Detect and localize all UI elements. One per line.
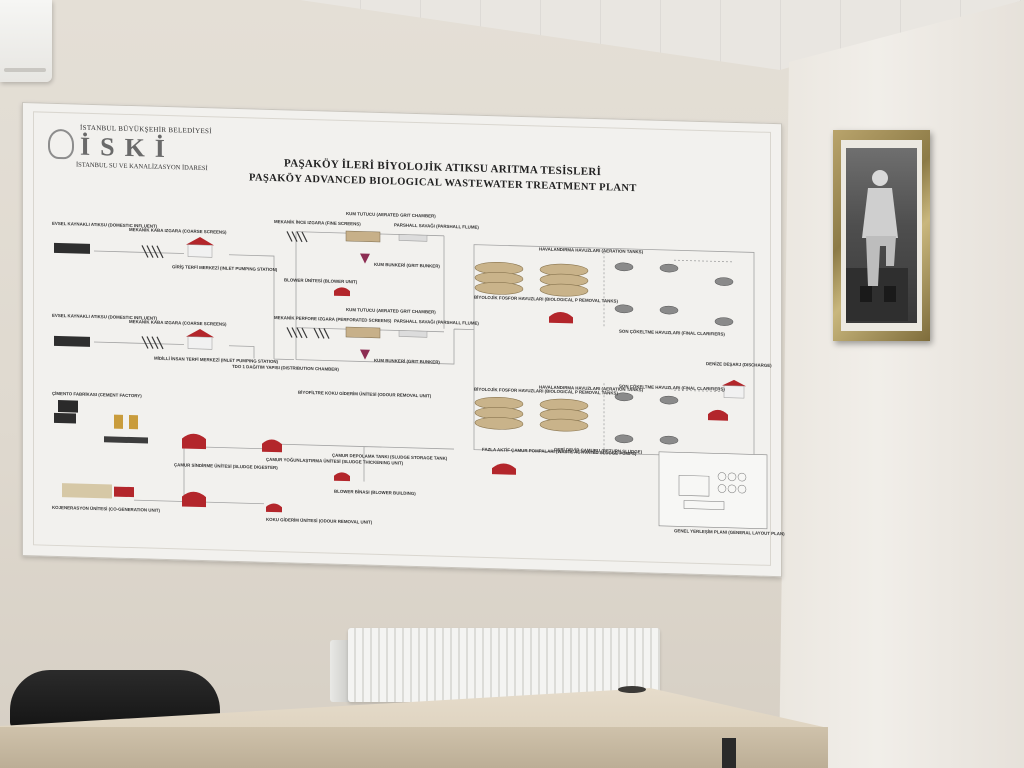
radiator-pipe: [330, 640, 352, 702]
portrait-photo: [846, 148, 917, 323]
board-inner-frame: İSTANBUL BÜYÜKŞEHİR BELEDİYESİ İSKİ İSTA…: [33, 111, 785, 566]
framed-portrait: [833, 130, 930, 341]
radiator: [348, 628, 660, 702]
house-cluster-icons: [54, 242, 90, 424]
desk-leg: [722, 738, 736, 768]
seated-figure-silhouette: [846, 170, 908, 321]
desk-cable-grommet: [618, 686, 646, 693]
process-flow-diagram: [54, 230, 768, 530]
air-conditioner: [0, 0, 52, 82]
desk-edge: [0, 727, 828, 768]
wall-right: [779, 0, 1024, 768]
wastewater-plant-board: İSTANBUL BÜYÜKŞEHİR BELEDİYESİ İSKİ İSTA…: [22, 102, 785, 578]
portrait-mat: [841, 140, 922, 331]
